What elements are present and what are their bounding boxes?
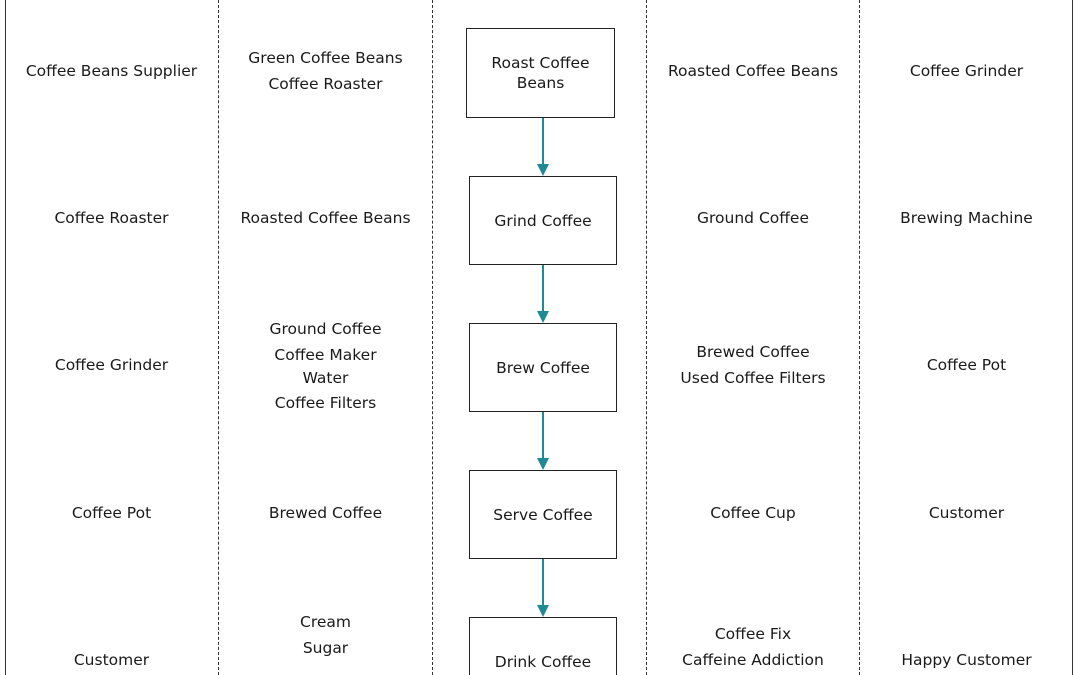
input-label: Green Coffee Beans	[248, 48, 403, 67]
customer-label: Coffee Grinder	[909, 61, 1024, 80]
output-label: Ground Coffee	[697, 208, 809, 227]
column-divider	[859, 0, 860, 675]
process-box-roast[interactable]: Roast Coffee Beans	[466, 28, 615, 118]
supplier-cell: Customer	[5, 620, 218, 675]
input-label: Sugar	[302, 639, 349, 657]
customer-cell: Happy Customer	[860, 620, 1073, 675]
supplier-cell: Coffee Pot	[5, 473, 218, 553]
input-cell: Roasted Coffee Beans	[219, 178, 432, 258]
input-label: Water	[302, 369, 349, 387]
output-cell: Coffee Fix Caffeine Addiction	[647, 623, 859, 675]
input-cell: Cream Sugar	[219, 611, 432, 675]
flow-arrow-head	[537, 458, 549, 470]
customer-label: Brewing Machine	[900, 208, 1033, 227]
supplier-cell: Coffee Roaster	[5, 178, 218, 258]
output-label: Coffee Fix	[714, 625, 792, 643]
process-box-serve[interactable]: Serve Coffee	[469, 470, 617, 559]
process-box-drink[interactable]: Drink Coffee	[469, 617, 617, 675]
output-label: Used Coffee Filters	[680, 368, 826, 387]
supplier-label: Coffee Roaster	[54, 208, 169, 227]
output-label: Caffeine Addiction	[682, 651, 824, 669]
process-box-brew[interactable]: Brew Coffee	[469, 323, 617, 412]
column-divider	[432, 0, 433, 675]
input-label: Ground Coffee	[269, 320, 382, 338]
customer-cell: Coffee Grinder	[860, 31, 1073, 111]
input-label: Roasted Coffee Beans	[240, 208, 411, 227]
supplier-label: Coffee Beans Supplier	[25, 61, 198, 80]
supplier-label: Coffee Grinder	[54, 355, 169, 374]
customer-label: Coffee Pot	[926, 355, 1007, 374]
input-cell: Green Coffee Beans Coffee Roaster	[219, 31, 432, 111]
column-divider	[218, 0, 219, 675]
output-cell: Brewed Coffee Used Coffee Filters	[647, 325, 859, 405]
input-label: Brewed Coffee	[268, 503, 383, 522]
input-cell: Ground Coffee Coffee Maker Water Coffee …	[219, 315, 432, 418]
flow-arrow-head	[537, 164, 549, 176]
customer-cell: Brewing Machine	[860, 178, 1073, 258]
supplier-label: Coffee Pot	[71, 503, 152, 522]
output-cell: Roasted Coffee Beans	[647, 31, 859, 111]
customer-cell: Customer	[860, 473, 1073, 553]
process-box-grind[interactable]: Grind Coffee	[469, 176, 617, 265]
column-divider	[646, 0, 647, 675]
customer-label: Customer	[928, 503, 1005, 522]
customer-label: Happy Customer	[901, 650, 1032, 669]
input-label: Coffee Roaster	[268, 74, 383, 93]
output-label: Coffee Cup	[710, 503, 796, 522]
input-label: Coffee Filters	[274, 394, 377, 412]
output-label: Brewed Coffee	[696, 342, 810, 361]
input-label: Cream	[300, 613, 351, 631]
output-cell: Coffee Cup	[647, 473, 859, 553]
supplier-cell: Coffee Beans Supplier	[5, 31, 218, 111]
output-cell: Ground Coffee	[647, 178, 859, 258]
customer-cell: Coffee Pot	[860, 325, 1073, 405]
supplier-cell: Coffee Grinder	[5, 325, 218, 405]
input-cell: Brewed Coffee	[219, 473, 432, 553]
output-label: Roasted Coffee Beans	[667, 61, 839, 80]
flow-arrow-head	[537, 605, 549, 617]
input-label: Coffee Maker	[274, 346, 377, 364]
supplier-label: Customer	[73, 650, 150, 669]
flow-arrow-head	[537, 311, 549, 323]
diagram-border	[5, 0, 1073, 675]
